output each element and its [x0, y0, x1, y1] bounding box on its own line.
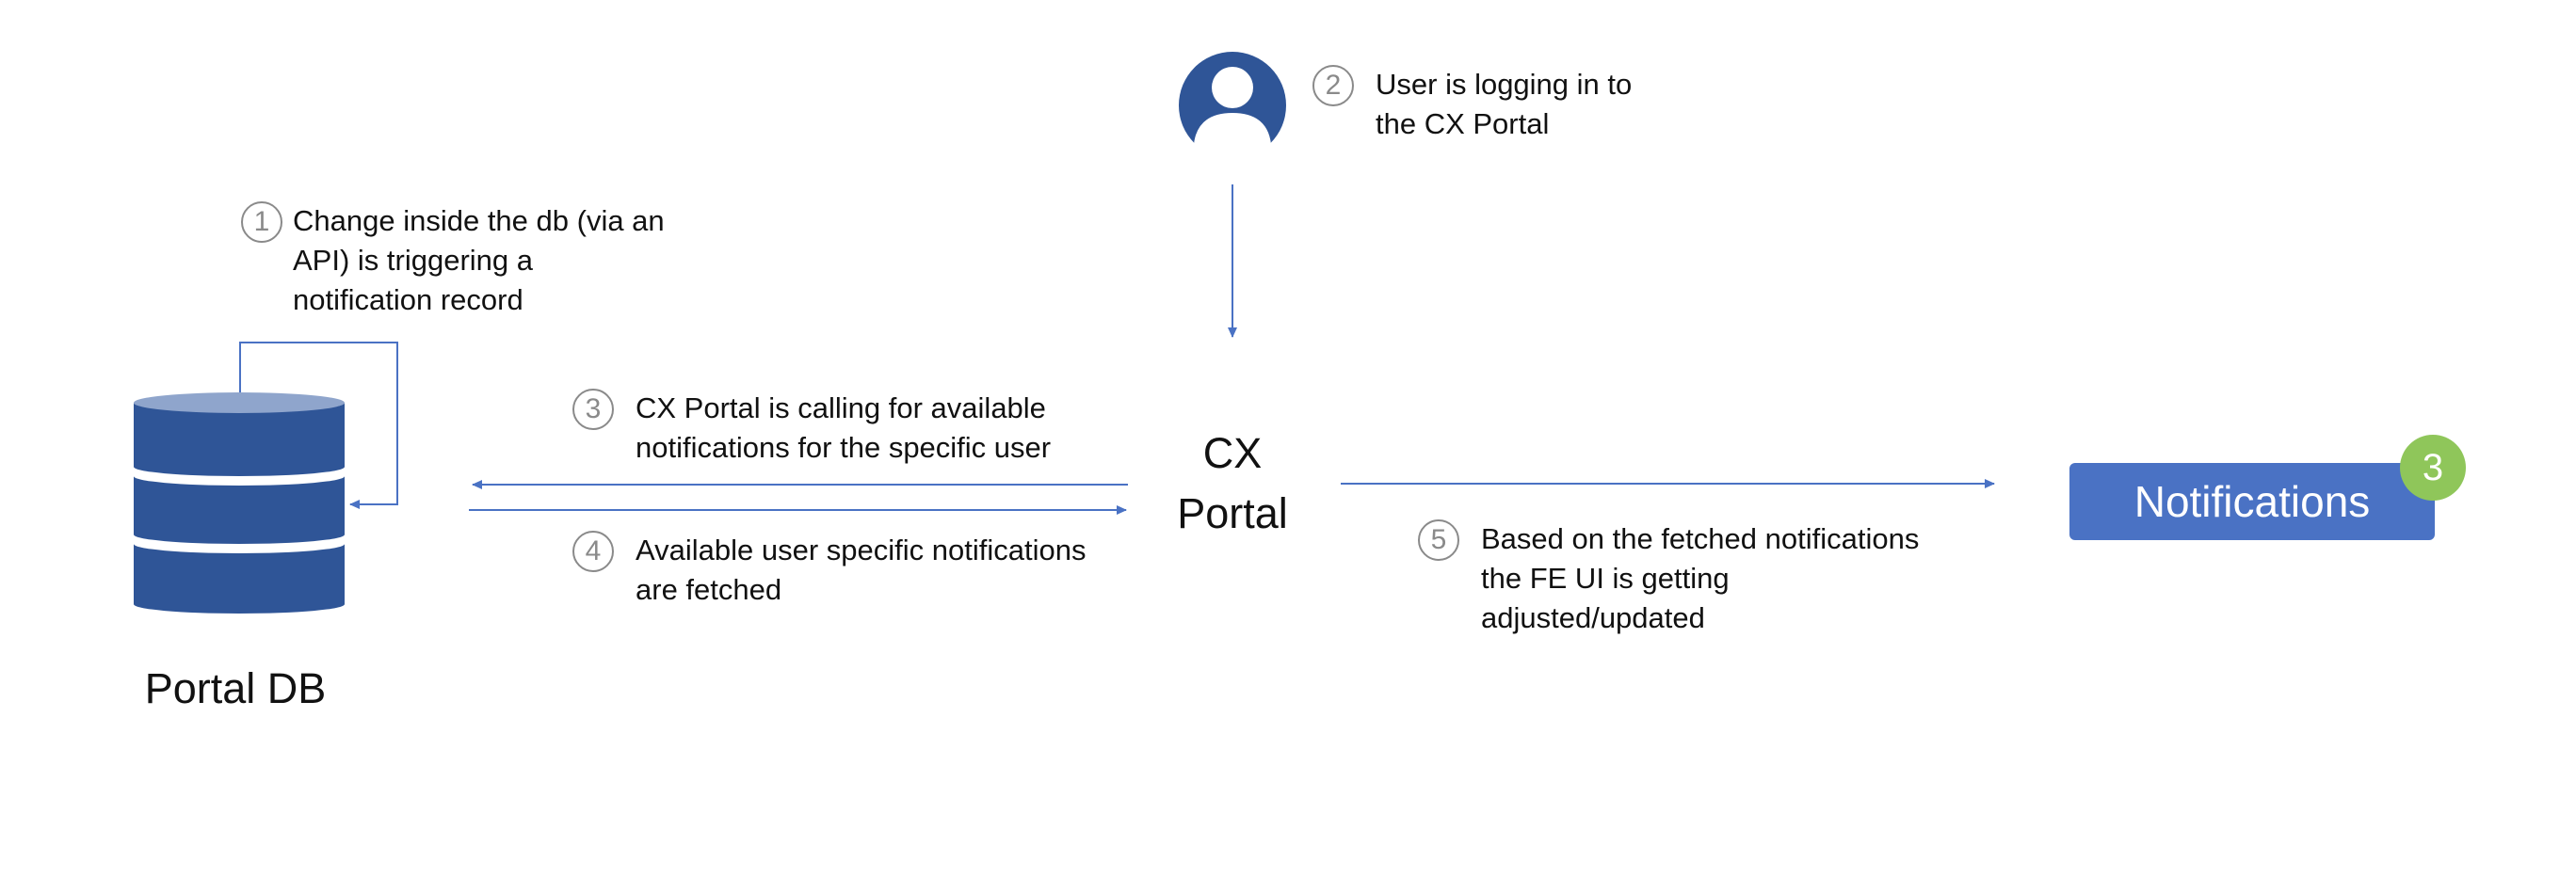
- step-3-line: CX Portal is calling for available: [636, 391, 1046, 424]
- portal-label-line2: Portal: [1177, 489, 1288, 537]
- step-1-line: notification record: [293, 283, 523, 316]
- portal-label: CX Portal: [1138, 423, 1327, 544]
- database-label: Portal DB: [144, 664, 327, 712]
- step-4-text: Available user specific notifications ar…: [636, 531, 1086, 610]
- step-4-line: Available user specific notifications: [636, 534, 1087, 566]
- step-4-line: are fetched: [636, 573, 782, 606]
- step-5-line: Based on the fetched notifications: [1481, 522, 1920, 555]
- database-icon: [134, 392, 345, 614]
- step-3-line: notifications for the specific user: [636, 431, 1052, 464]
- step-number-1: 1: [241, 201, 282, 243]
- portal-label-line1: CX: [1202, 429, 1263, 477]
- step-5-text: Based on the fetched notifications the F…: [1481, 519, 1919, 638]
- step-2-text: User is logging in to the CX Portal: [1376, 65, 1632, 144]
- step-1-text: Change inside the db (via an API) is tri…: [293, 201, 665, 320]
- step-number-4: 4: [572, 531, 614, 572]
- notifications-button[interactable]: Notifications: [2069, 463, 2435, 540]
- step-2-line: User is logging in to: [1376, 68, 1633, 101]
- step-5-line: the FE UI is getting: [1481, 562, 1730, 595]
- db-self-loop-arrow: [239, 342, 398, 509]
- step-3-text: CX Portal is calling for available notif…: [636, 389, 1051, 468]
- step-5-line: adjusted/updated: [1481, 601, 1705, 634]
- step-number-5: 5: [1418, 519, 1459, 561]
- user-avatar-icon: [1179, 52, 1286, 161]
- step-number-3: 3: [572, 389, 614, 430]
- step-number-2: 2: [1312, 65, 1354, 106]
- step-2-line: the CX Portal: [1376, 107, 1550, 140]
- step-1-line: API) is triggering a: [293, 244, 533, 277]
- notification-count-badge: 3: [2400, 435, 2466, 501]
- step-1-line: Change inside the db (via an: [293, 204, 665, 237]
